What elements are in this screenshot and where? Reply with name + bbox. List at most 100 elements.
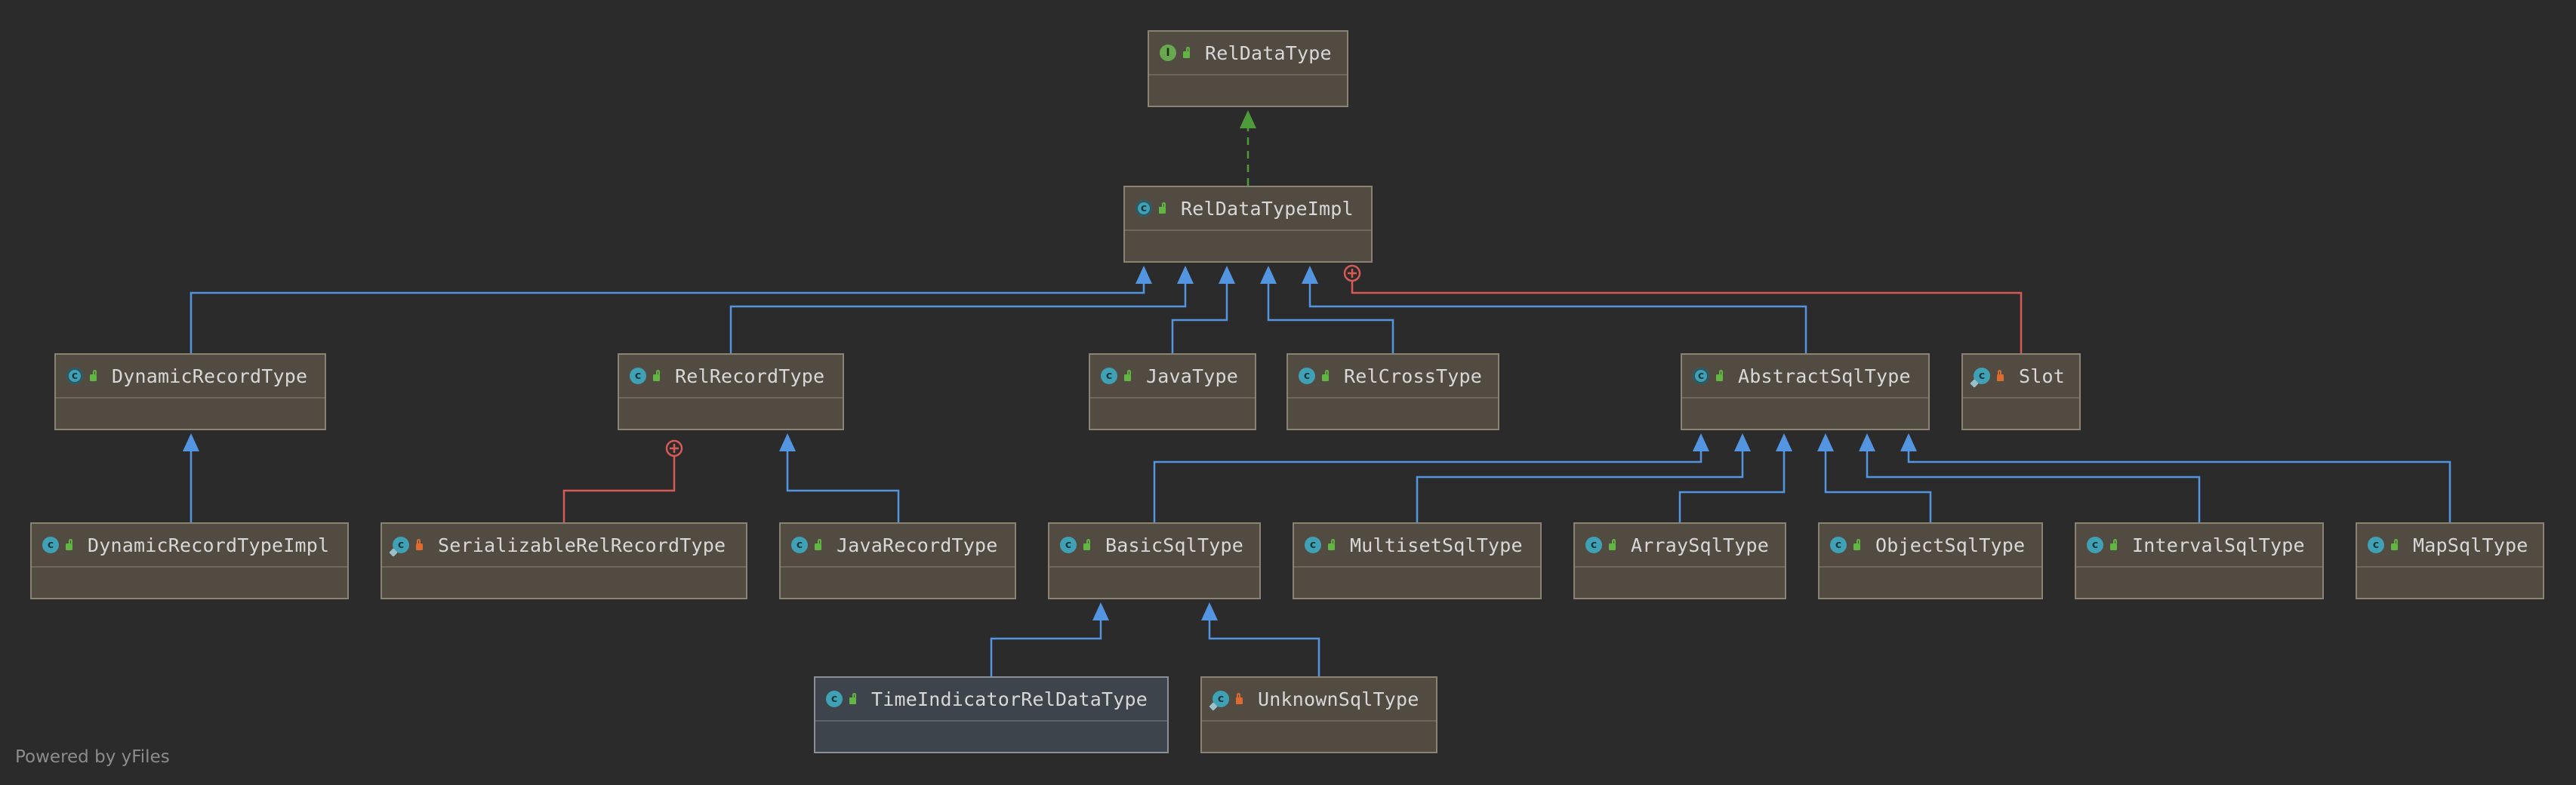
class-name-label: JavaType xyxy=(1146,365,1239,387)
class-node-MultisetSqlType[interactable]: c MultisetSqlType xyxy=(1293,522,1542,599)
inner-class-icon: c xyxy=(1213,691,1229,707)
class-node-header: c RelRecordType xyxy=(619,355,843,397)
class-node-divider xyxy=(815,720,1167,722)
public-lock-open-icon xyxy=(1716,369,1723,381)
class-name-label: ArraySqlType xyxy=(1631,534,1770,556)
extends-arrowhead xyxy=(1817,433,1834,451)
class-node-header: c TimeIndicatorRelDataType xyxy=(815,678,1167,720)
class-icon: c xyxy=(1299,368,1315,384)
public-lock-open-icon xyxy=(1322,369,1329,381)
class-name-label: DynamicRecordTypeImpl xyxy=(88,534,330,556)
class-icon: c xyxy=(791,537,808,553)
class-name-label: MapSqlType xyxy=(2413,534,2528,556)
inner-class-icon: c xyxy=(393,537,409,553)
class-node-divider xyxy=(1820,566,2041,568)
private-lock-icon xyxy=(1997,369,2004,381)
class-name-label: TimeIndicatorRelDataType xyxy=(871,688,1148,710)
extends-arrowhead xyxy=(1092,602,1109,620)
class-icon: c xyxy=(2368,537,2384,553)
class-name-label: RelRecordType xyxy=(675,365,825,387)
class-node-header: c MapSqlType xyxy=(2357,524,2543,566)
class-icon: c xyxy=(1305,537,1321,553)
class-node-divider xyxy=(1049,566,1259,568)
public-lock-open-icon xyxy=(1853,538,1860,550)
extends-arrowhead xyxy=(1734,433,1751,451)
class-node-divider xyxy=(1963,397,2079,399)
public-lock-open-icon xyxy=(815,538,821,550)
class-name-label: IntervalSqlType xyxy=(2132,534,2305,556)
class-node-header: c MultisetSqlType xyxy=(1294,524,1540,566)
edge-JavaRecordType-to-RelRecordType xyxy=(779,433,900,522)
public-lock-open-icon xyxy=(1124,369,1131,381)
class-node-AbstractSqlType[interactable]: c AbstractSqlType xyxy=(1681,353,1930,430)
public-lock-open-icon xyxy=(2391,538,2398,550)
yfiles-watermark: Powered by yFiles xyxy=(15,747,170,767)
class-node-divider xyxy=(2357,566,2543,568)
edge-UnknownSqlType-to-BasicSqlType xyxy=(1201,602,1320,676)
class-node-BasicSqlType[interactable]: c BasicSqlType xyxy=(1048,522,1261,599)
extends-arrowhead xyxy=(1201,602,1218,620)
class-node-MapSqlType[interactable]: c MapSqlType xyxy=(2356,522,2544,599)
edge-RelDataTypeImpl-to-RelDataType xyxy=(1240,110,1256,186)
class-icon: c xyxy=(630,368,646,384)
class-name-label: BasicSqlType xyxy=(1105,534,1244,556)
extends-arrowhead xyxy=(1135,266,1152,284)
extends-arrowhead xyxy=(1260,266,1277,284)
class-icon: c xyxy=(1101,368,1117,384)
class-icon: c xyxy=(826,691,843,707)
class-node-divider xyxy=(781,566,1015,568)
class-node-TimeIndicatorRelDataType[interactable]: c TimeIndicatorRelDataType xyxy=(814,676,1169,753)
extends-arrowhead xyxy=(779,433,796,451)
extends-arrowhead xyxy=(183,433,199,451)
class-name-label: MultisetSqlType xyxy=(1350,534,1523,556)
interface-icon: I xyxy=(1160,45,1176,61)
public-lock-open-icon xyxy=(1159,202,1166,214)
class-node-divider xyxy=(382,566,746,568)
edge-ArraySqlType-to-AbstractSqlType xyxy=(1678,433,1792,522)
private-lock-icon xyxy=(416,538,423,550)
class-node-divider xyxy=(56,397,325,399)
extends-arrowhead xyxy=(1776,433,1792,451)
extends-arrowhead xyxy=(1859,433,1875,451)
extends-arrowhead xyxy=(1302,266,1318,284)
class-node-divider xyxy=(619,397,843,399)
implements-arrowhead xyxy=(1240,110,1256,128)
edge-TimeIndicatorRelDataType-to-BasicSqlType xyxy=(990,602,1109,676)
class-name-label: AbstractSqlType xyxy=(1738,365,1911,387)
private-lock-icon xyxy=(1236,692,1243,704)
abstract-class-icon: c xyxy=(1693,368,1709,384)
public-lock-open-icon xyxy=(1328,538,1335,550)
class-name-label: RelCrossType xyxy=(1344,365,1483,387)
class-node-divider xyxy=(1090,397,1255,399)
extends-arrowhead xyxy=(1177,266,1194,284)
extends-arrowhead xyxy=(1900,433,1917,451)
edge-DynamicRecordType-to-RelDataTypeImpl xyxy=(190,266,1152,353)
inner-class-icon: c xyxy=(1974,368,1990,384)
class-node-JavaType[interactable]: c JavaType xyxy=(1089,353,1256,430)
public-lock-open-icon xyxy=(2110,538,2117,550)
class-node-divider xyxy=(1149,74,1347,75)
edge-IntervalSqlType-to-AbstractSqlType xyxy=(1859,433,2201,522)
class-name-label: ObjectSqlType xyxy=(1875,534,2026,556)
class-node-RelCrossType[interactable]: c RelCrossType xyxy=(1286,353,1499,430)
class-node-RelRecordType[interactable]: c RelRecordType xyxy=(618,353,844,430)
class-icon: c xyxy=(1060,537,1077,553)
edge-MultisetSqlType-to-AbstractSqlType xyxy=(1416,433,1751,522)
edge-JavaType-to-RelDataTypeImpl xyxy=(1171,266,1235,353)
